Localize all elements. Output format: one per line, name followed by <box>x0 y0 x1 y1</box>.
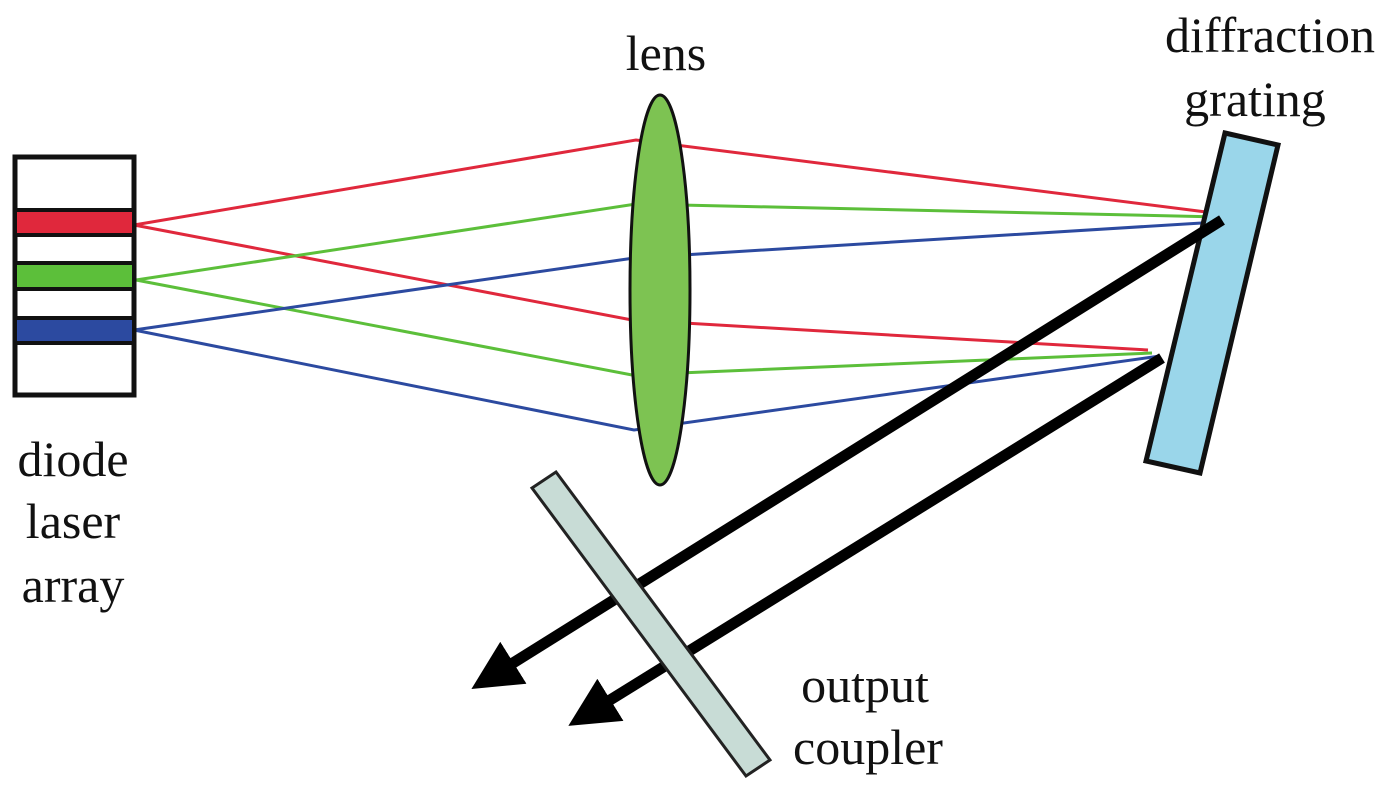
output-beam-lower <box>568 353 1165 726</box>
diode-label-line1: diode <box>17 431 128 487</box>
coupler-label-line2: coupler <box>793 719 943 775</box>
output-beam-upper <box>471 215 1225 689</box>
red-ray-upper <box>133 138 1223 227</box>
green-diode <box>13 261 136 291</box>
blue-ray-lower <box>133 328 1161 432</box>
grating-label-line2: grating <box>1184 71 1326 127</box>
diode-label-line3: array <box>22 557 125 613</box>
lens-label: lens <box>626 25 707 81</box>
diffraction-grating-shape <box>1142 130 1282 476</box>
coupler-label-line1: output <box>801 657 929 713</box>
lens-shape <box>628 93 692 487</box>
diode-label-line2: laser <box>26 493 121 549</box>
output-coupler-shape <box>529 469 773 779</box>
diode-laser-array-shape <box>12 154 137 398</box>
grating-label-line1: diffraction <box>1165 7 1375 63</box>
red-diode <box>13 208 136 237</box>
blue-diode <box>13 316 136 345</box>
